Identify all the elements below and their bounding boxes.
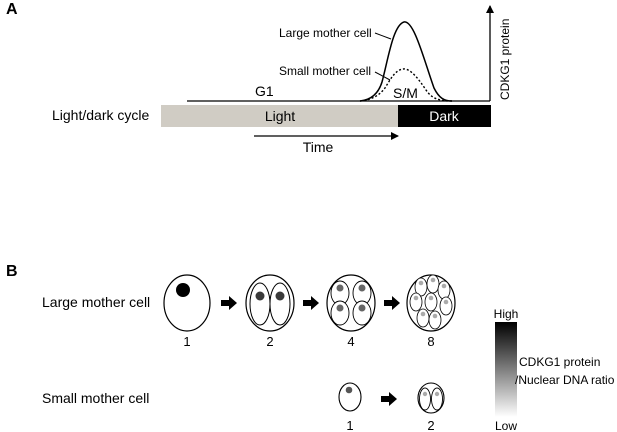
small-mother-cell-curve [359, 68, 453, 102]
small-count-1: 1 [346, 418, 353, 432]
small-mother-cell-row-label: Small mother cell [42, 390, 149, 406]
large-stage-arrow-2 [303, 296, 319, 310]
g1-label: G1 [255, 83, 274, 99]
large-stage-arrow-3 [384, 296, 400, 310]
large-count-4: 4 [347, 334, 354, 349]
scale-label-line2: /Nuclear DNA ratio [515, 373, 615, 387]
scale-low-label: Low [495, 419, 517, 432]
panel-b-letter: B [6, 263, 18, 280]
scale-high-label: High [494, 307, 519, 321]
large-mother-cell-row-label: Large mother cell [42, 294, 150, 310]
dark-bar [398, 105, 491, 127]
large-cell-stage-2 [245, 274, 295, 332]
large-stage-arrow-1 [221, 296, 237, 310]
small-cell-stage-2 [417, 382, 445, 414]
large-cell-stage-4 [326, 274, 376, 332]
light-bar [161, 105, 398, 127]
large-count-8: 8 [427, 334, 434, 349]
small-cell-stage-1 [338, 382, 362, 412]
large-mother-cell-curve [359, 21, 453, 102]
scale-label-line1: CDKG1 protein [519, 355, 600, 369]
small-mother-cell-curve-label: Small mother cell [279, 64, 371, 78]
time-label: Time [303, 139, 334, 155]
color-scale-bar [495, 322, 517, 417]
large-mother-cell-curve-label: Large mother cell [279, 26, 372, 40]
dark-label: Dark [429, 108, 460, 124]
y-axis-label: CDKG1 protein [498, 19, 512, 100]
small-curve-pointer [374, 71, 391, 81]
sm-label: S/M [393, 85, 418, 101]
large-count-2: 2 [266, 334, 273, 349]
light-dark-cycle-label: Light/dark cycle [52, 107, 149, 123]
large-cell-stage-8 [406, 274, 456, 332]
large-cell-stage-1 [163, 274, 211, 332]
large-curve-pointer [374, 32, 392, 40]
large-count-1: 1 [183, 334, 190, 349]
small-count-2: 2 [427, 418, 434, 432]
light-label: Light [265, 108, 295, 124]
panel-a-letter: A [6, 1, 18, 18]
small-stage-arrow [381, 392, 397, 406]
